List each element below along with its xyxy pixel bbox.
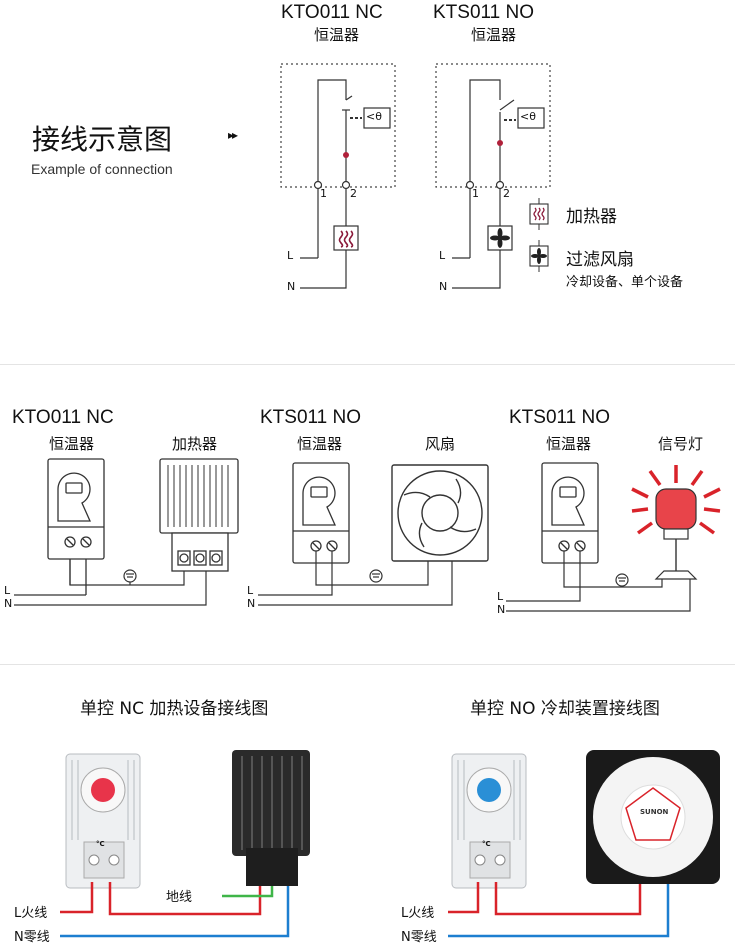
- panel3-model: KTS011 NO: [509, 407, 611, 428]
- right-line-N: N: [439, 280, 448, 293]
- right-live-label: L火线: [401, 906, 435, 921]
- section-title-cn: 接线示意图: [32, 123, 173, 156]
- panel-wires: [14, 551, 691, 612]
- left-thermo-symbol: <θ: [366, 110, 382, 123]
- left-photo-heater: [232, 750, 310, 886]
- panel3-line-L: L: [497, 590, 504, 603]
- right-photo-thermostat: [451, 753, 527, 889]
- legend-heater-label: 加热器: [566, 207, 617, 227]
- right-terminal-1: 1: [472, 187, 479, 200]
- panel3-signal-light: [631, 465, 721, 580]
- panel1-line-N: N: [4, 597, 13, 610]
- panel3-line-N: N: [497, 603, 506, 616]
- divider-2: [0, 664, 735, 665]
- left-line-L: L: [287, 249, 294, 262]
- panel3-sub: 恒温器: [546, 435, 592, 453]
- left-terminal-2: 2: [350, 187, 357, 200]
- arrow-icon: ▸▸: [228, 128, 238, 142]
- panel2-fan: [391, 464, 489, 562]
- panel1-model: KTO011 NC: [12, 407, 114, 428]
- right-diagram-sub: 恒温器: [471, 26, 517, 44]
- left-line-N: N: [287, 280, 296, 293]
- right-terminal-2: 2: [503, 187, 510, 200]
- panel3-thermostat: [541, 462, 599, 564]
- panel2-thermostat: [292, 462, 350, 564]
- panel1-line-L: L: [4, 584, 11, 597]
- right-neutral-label: N零线: [401, 930, 437, 945]
- photo-left-title: 单控 NC 加热设备接线图: [80, 699, 269, 719]
- right-dial-unit: °C: [482, 840, 491, 848]
- left-dial-unit: °C: [96, 840, 105, 848]
- left-diagram-model: KTO011 NC: [281, 2, 383, 23]
- panel2-line-N: N: [247, 597, 256, 610]
- section-title-en: Example of connection: [31, 161, 173, 177]
- left-ground-label: 地线: [166, 890, 193, 905]
- panel3-device: 信号灯: [658, 435, 704, 453]
- schematic-diagrams: [280, 63, 551, 289]
- legend-fan-sub: 冷却设备、单个设备: [566, 275, 684, 290]
- left-neutral-label: N零线: [14, 930, 50, 945]
- legend-fan-label: 过滤风扇: [566, 250, 634, 270]
- panel2-model: KTS011 NO: [260, 407, 362, 428]
- legend-heater-icon: [529, 198, 549, 230]
- right-line-L: L: [439, 249, 446, 262]
- wiring-panels: [14, 458, 721, 612]
- left-photo-thermostat: [65, 753, 141, 889]
- panel1-sub: 恒温器: [49, 435, 95, 453]
- photo-wiring: [60, 750, 720, 938]
- fan-brand-label: SUNON: [640, 808, 669, 816]
- panel2-device: 风扇: [425, 435, 456, 453]
- legend-fan-icon: [529, 240, 549, 272]
- panel1-device: 加热器: [172, 435, 218, 453]
- ground-icons: [123, 569, 629, 587]
- right-thermo-symbol: <θ: [520, 110, 536, 123]
- left-terminal-1: 1: [320, 187, 327, 200]
- divider-1: [0, 364, 735, 365]
- right-schematic: [435, 63, 551, 289]
- right-diagram-model: KTS011 NO: [433, 2, 535, 23]
- right-photo-fan: [586, 750, 720, 884]
- panel2-line-L: L: [247, 584, 254, 597]
- photo-right-title: 单控 NO 冷却装置接线图: [470, 699, 660, 719]
- left-diagram-sub: 恒温器: [314, 26, 360, 44]
- left-schematic: [280, 63, 396, 289]
- photo-wires: [60, 882, 670, 938]
- panel1-heater: [159, 458, 239, 572]
- panel2-sub: 恒温器: [297, 435, 343, 453]
- left-live-label: L火线: [14, 906, 48, 921]
- panel1-thermostat: [47, 458, 105, 595]
